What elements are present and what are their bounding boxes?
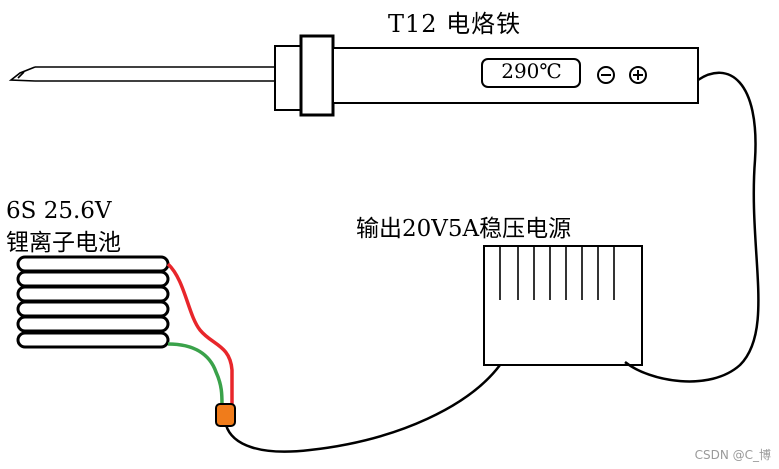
temperature-display	[481, 58, 581, 88]
power-supply-box	[483, 245, 643, 366]
iron-title: T12 电烙铁	[388, 10, 522, 38]
connector	[215, 403, 236, 427]
battery-voltage-label: 6S 25.6V	[6, 198, 112, 224]
plus-button-icon	[629, 66, 647, 84]
red-wire	[166, 262, 234, 405]
battery-type-label: 锂离子电池	[6, 230, 121, 256]
watermark: CSDN @C_博	[694, 448, 771, 462]
battery-pack	[16, 255, 170, 349]
iron-collar-back	[274, 45, 302, 111]
power-supply-vents	[499, 246, 615, 300]
iron-collar	[299, 34, 335, 117]
temperature-readout: 290℃	[501, 59, 562, 83]
supply-cable	[224, 364, 501, 453]
iron-cable	[624, 71, 760, 383]
power-supply-label: 输出20V5A稳压电源	[356, 216, 572, 242]
minus-button-icon	[597, 66, 615, 84]
green-wire	[167, 342, 224, 406]
iron-tip	[8, 66, 275, 82]
